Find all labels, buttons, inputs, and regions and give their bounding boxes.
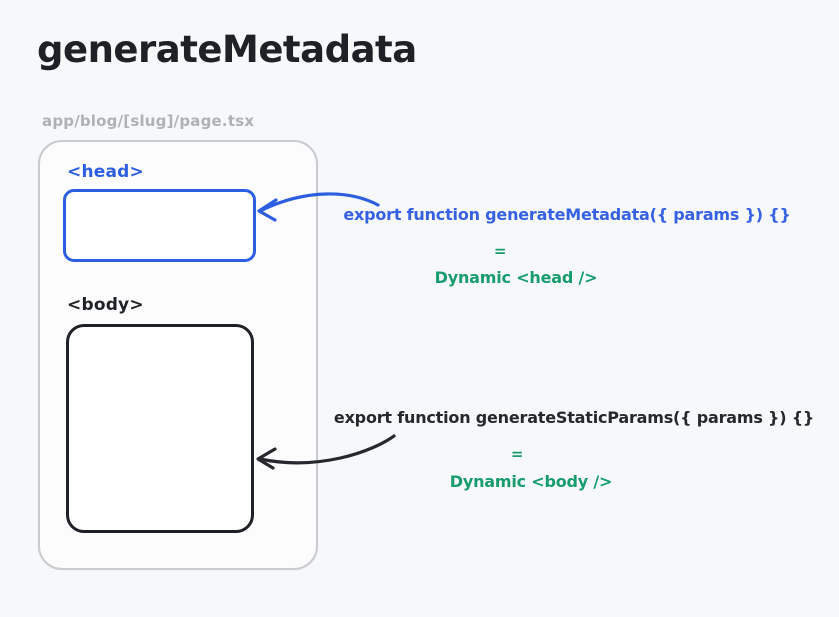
page-file-container: <head> <body> [38, 140, 318, 570]
dynamic-head-result: Dynamic <head /> [434, 268, 598, 287]
head-box [63, 189, 256, 262]
dynamic-body-result: Dynamic <body /> [449, 472, 613, 491]
equals-sign-body: = [510, 445, 524, 463]
file-path-label: app/blog/[slug]/page.tsx [42, 112, 255, 130]
equals-sign-head: = [493, 242, 507, 260]
generate-static-params-code: export function generateStaticParams({ p… [333, 408, 815, 427]
generate-metadata-code: export function generateMetadata({ param… [343, 205, 791, 224]
page-title: generateMetadata [37, 28, 417, 71]
body-box [66, 324, 254, 533]
head-tag-label: <head> [67, 162, 144, 182]
body-tag-label: <body> [67, 295, 144, 315]
